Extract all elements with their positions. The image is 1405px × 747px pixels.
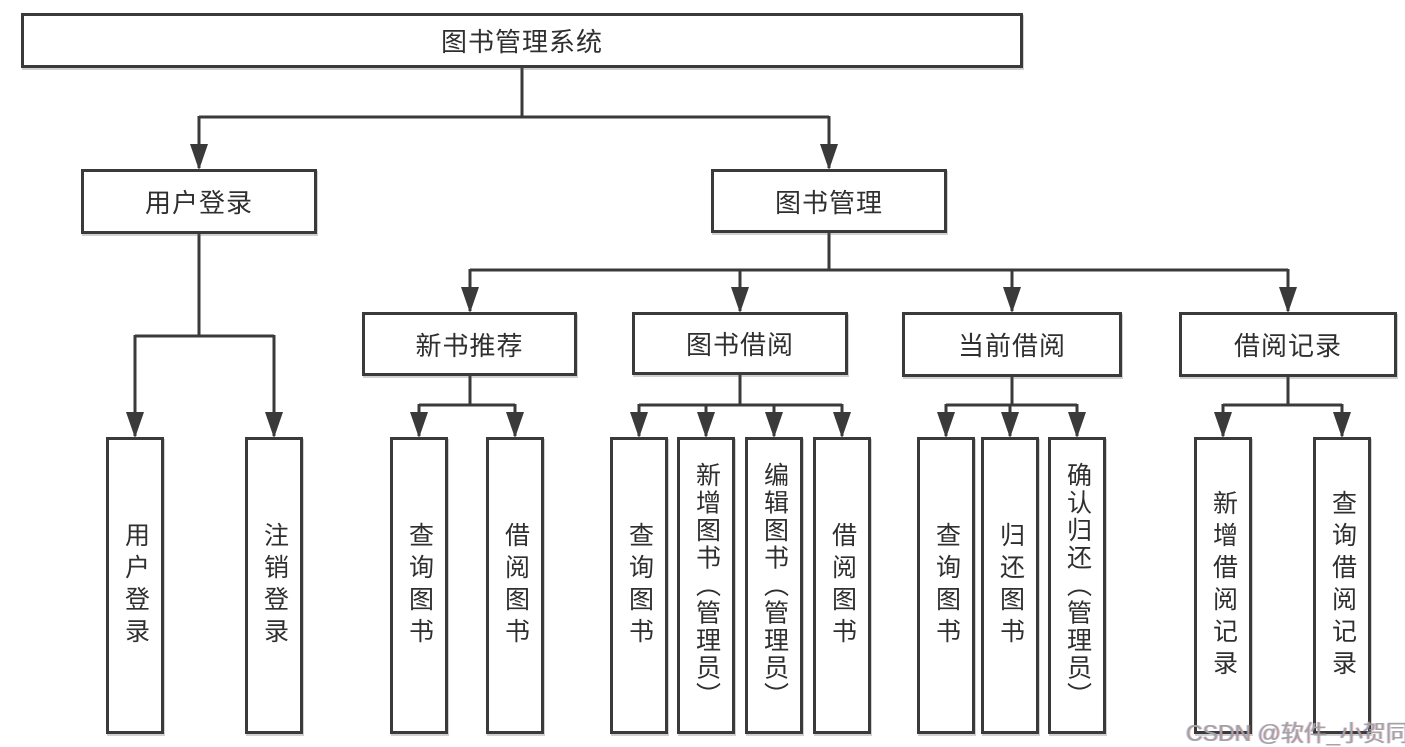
- leaf-confirm-return-admin-label: 确认归还（管理员）: [1063, 461, 1092, 710]
- leaf-confirm-return-admin: 确认归还（管理员）: [1048, 437, 1106, 734]
- node-book-borrowing-label: 图书借阅: [685, 330, 794, 360]
- leaf-add-borrow-record-label: 新增借阅记录: [1209, 489, 1238, 682]
- node-library-management-system: 图书管理系统: [21, 13, 1023, 68]
- node-borrowing-records-label: 借阅记录: [1233, 331, 1342, 361]
- leaf-newbook-query-books-label: 查询图书: [405, 521, 434, 650]
- node-current-borrowing-label: 当前借阅: [957, 331, 1066, 361]
- leaf-newbook-borrow-books-label: 借阅图书: [501, 521, 530, 650]
- leaf-logout-label: 注销登录: [260, 521, 289, 650]
- leaf-add-books-admin: 新增图书（管理员）: [677, 437, 735, 734]
- node-user-login: 用户登录: [81, 169, 317, 234]
- node-new-book-recommendation: 新书推荐: [362, 312, 577, 376]
- csdn-watermark: CSDN @软件_小贺同学: [1186, 720, 1405, 746]
- node-borrowing-records: 借阅记录: [1179, 312, 1397, 377]
- leaf-borrowing-query-books-label: 查询图书: [625, 521, 654, 650]
- node-book-borrowing: 图书借阅: [632, 312, 848, 375]
- leaf-add-borrow-record: 新增借阅记录: [1194, 437, 1252, 734]
- node-new-book-recommendation-label: 新书推荐: [415, 330, 524, 361]
- leaf-borrowing-borrow-books-label: 借阅图书: [828, 521, 857, 650]
- leaf-add-books-admin-label: 新增图书（管理员）: [692, 461, 721, 710]
- leaf-borrowing-borrow-books: 借阅图书: [813, 437, 871, 734]
- leaf-newbook-borrow-books: 借阅图书: [486, 437, 544, 734]
- leaf-logout: 注销登录: [245, 437, 303, 734]
- leaf-edit-books-admin: 编辑图书（管理员）: [745, 437, 803, 734]
- leaf-return-books-label: 归还图书: [996, 521, 1025, 650]
- leaf-return-books: 归还图书: [981, 437, 1039, 734]
- node-library-management-system-label: 图书管理系统: [440, 27, 603, 57]
- leaf-current-query-books: 查询图书: [917, 437, 975, 734]
- leaf-query-borrow-record-label: 查询借阅记录: [1328, 489, 1357, 682]
- leaf-newbook-query-books: 查询图书: [390, 437, 448, 734]
- leaf-query-borrow-record: 查询借阅记录: [1313, 437, 1371, 734]
- leaf-user-login: 用户登录: [106, 437, 164, 734]
- leaf-user-login-label: 用户登录: [121, 521, 150, 650]
- node-user-login-label: 用户登录: [144, 188, 253, 218]
- node-current-borrowing: 当前借阅: [902, 312, 1122, 377]
- leaf-edit-books-admin-label: 编辑图书（管理员）: [760, 461, 789, 710]
- node-book-management-label: 图书管理: [774, 187, 883, 218]
- leaf-borrowing-query-books: 查询图书: [610, 437, 668, 734]
- leaf-current-query-books-label: 查询图书: [932, 521, 961, 650]
- node-book-management: 图书管理: [711, 169, 947, 233]
